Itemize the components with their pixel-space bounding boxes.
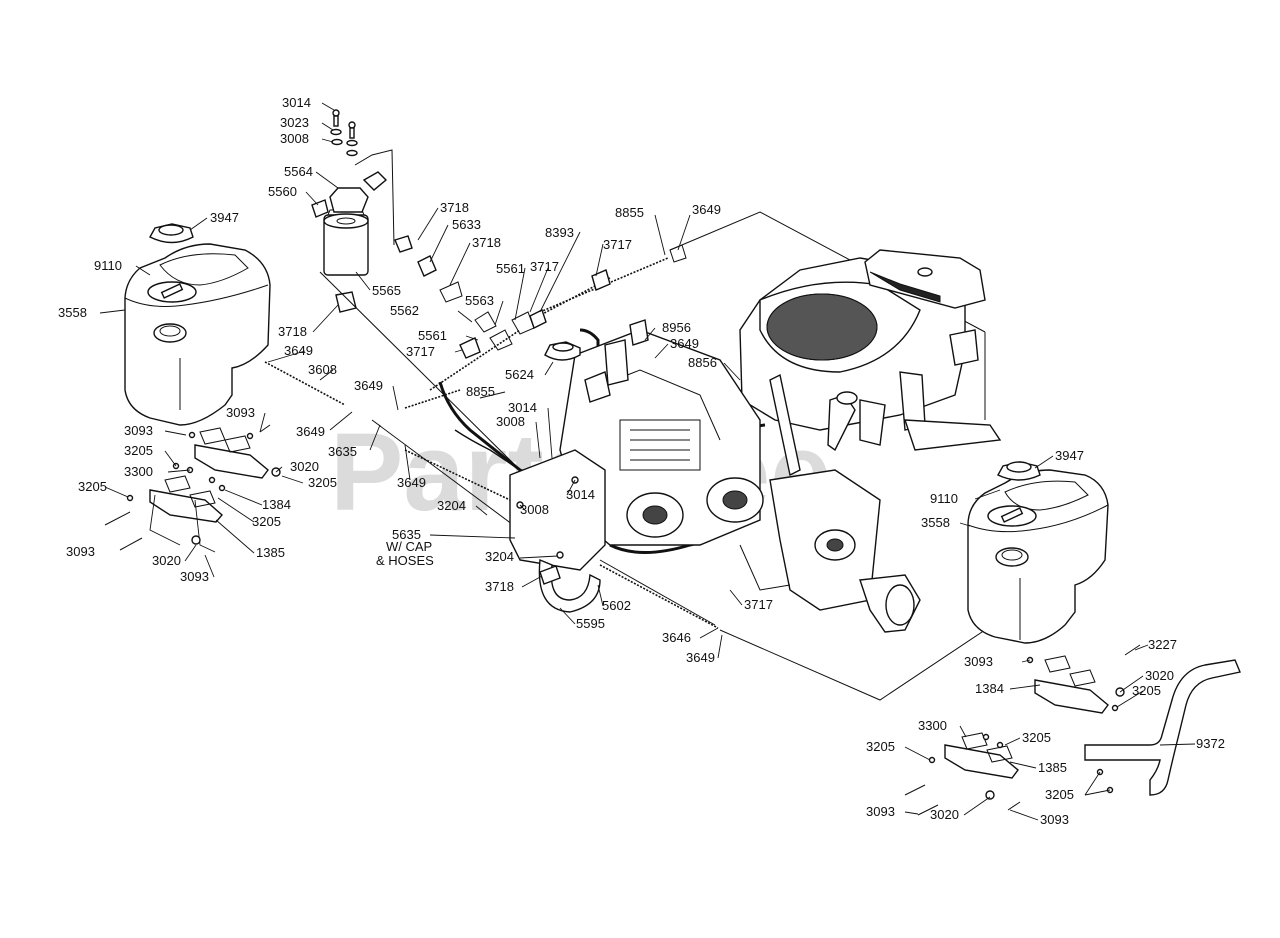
callout: 3205	[124, 443, 153, 458]
callout: 3008	[496, 414, 525, 429]
callout: 3205	[866, 739, 895, 754]
callout: 3204	[437, 498, 466, 513]
reservoir-cap	[544, 341, 581, 361]
callout: 3205	[252, 514, 281, 529]
callout: 5633	[452, 217, 481, 232]
callout: 5565	[372, 283, 401, 298]
callout: 3093	[866, 804, 895, 819]
callout: 3558	[921, 515, 950, 530]
callout: 3023	[280, 115, 309, 130]
callout: 3717	[744, 597, 773, 612]
callout: 5635	[392, 527, 421, 542]
callout: 3646	[662, 630, 691, 645]
callout: 5562	[390, 303, 419, 318]
callout: 3635	[328, 444, 357, 459]
callout-labels: 3014 3023 3008 5564 5560 3947 9110 3558 …	[58, 95, 1225, 827]
callout: 9110	[94, 258, 122, 273]
oil-reservoir	[509, 449, 606, 613]
callout: 3717	[406, 344, 435, 359]
callout: 8956	[662, 320, 691, 335]
callout: 8393	[545, 225, 574, 240]
callout: 3093	[66, 544, 95, 559]
tank-bracket-left	[104, 424, 281, 553]
callout: 3649	[296, 424, 325, 439]
callout: 3300	[124, 464, 153, 479]
callout: 5560	[268, 184, 297, 199]
leader-lines	[99, 102, 1196, 821]
callout: 3093	[964, 654, 993, 669]
callout: 3718	[278, 324, 307, 339]
callout: 3649	[692, 202, 721, 217]
callout: 5624	[505, 367, 534, 382]
callout: 3718	[485, 579, 514, 594]
callout: 3020	[1145, 668, 1174, 683]
callout: 5561	[418, 328, 447, 343]
callout: 3649	[397, 475, 426, 490]
fuel-filter	[311, 109, 437, 313]
callout: 3204	[485, 549, 514, 564]
callout: 3718	[472, 235, 501, 250]
callout: 3717	[530, 259, 559, 274]
callout: & HOSES	[376, 553, 434, 568]
fuel-cap-right	[997, 461, 1041, 481]
fuel-tank-left	[124, 243, 271, 426]
callout: 3020	[290, 459, 319, 474]
callout: 1384	[975, 681, 1004, 696]
callout: 3093	[180, 569, 209, 584]
callout: 3014	[282, 95, 311, 110]
callout: 3205	[1045, 787, 1074, 802]
callout: 3014	[566, 487, 595, 502]
callout: 3093	[226, 405, 255, 420]
callout: 3205	[1022, 730, 1051, 745]
tank-bracket-right	[904, 644, 1141, 816]
callout: 1385	[1038, 760, 1067, 775]
callout: 3093	[124, 423, 153, 438]
callout: W/ CAP	[386, 539, 432, 554]
callout: 3020	[152, 553, 181, 568]
callout: 3717	[603, 237, 632, 252]
callout: 3020	[930, 807, 959, 822]
handle-bar	[1084, 659, 1241, 796]
callout: 5564	[284, 164, 313, 179]
callout: 3608	[308, 362, 337, 377]
callout: 3205	[78, 479, 107, 494]
callout: 3649	[670, 336, 699, 351]
callout: 3008	[520, 502, 549, 517]
callout: 3205	[1132, 683, 1161, 698]
fuel-cap-left	[149, 223, 194, 244]
callout: 3649	[354, 378, 383, 393]
callout: 3558	[58, 305, 87, 320]
callout: 8856	[688, 355, 717, 370]
callout: 9110	[930, 491, 958, 506]
hydro-pumps	[559, 319, 921, 633]
callout: 5563	[465, 293, 494, 308]
callout: 3227	[1148, 637, 1177, 652]
callout: 3008	[280, 131, 309, 146]
callout: 3014	[508, 400, 537, 415]
callout: 3093	[1040, 812, 1069, 827]
control-cables	[264, 271, 719, 629]
callout: 8855	[466, 384, 495, 399]
callout: 5561	[496, 261, 525, 276]
callout: 8855	[615, 205, 644, 220]
callout: 3947	[1055, 448, 1084, 463]
fuel-tank-right	[967, 469, 1109, 644]
fuel-lines	[429, 244, 941, 554]
callout: 1385	[256, 545, 285, 560]
callout: 3649	[284, 343, 313, 358]
callout: 3205	[308, 475, 337, 490]
callout: 3649	[686, 650, 715, 665]
callout: 9372	[1196, 736, 1225, 751]
callout: 3300	[918, 718, 947, 733]
callout: 3947	[210, 210, 239, 225]
engine	[739, 249, 1002, 477]
callout: 3718	[440, 200, 469, 215]
callout: 5602	[602, 598, 631, 613]
callout: 1384	[262, 497, 291, 512]
callout: 5595	[576, 616, 605, 631]
